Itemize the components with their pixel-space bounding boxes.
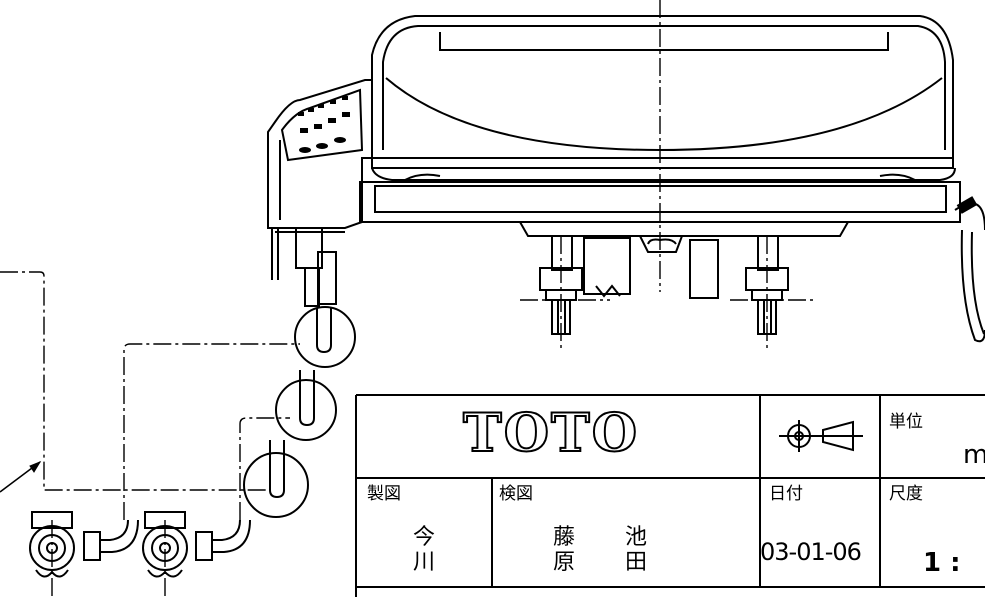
date-label: 日付 <box>769 484 803 504</box>
hinge-right <box>954 202 985 343</box>
center-lines <box>0 0 815 597</box>
checker-a-1: 藤 <box>553 525 576 550</box>
toto-logo: TOTO <box>462 403 639 464</box>
scale-label: 尺度 <box>889 484 923 504</box>
valves <box>29 511 251 578</box>
fitting-mid <box>583 237 719 299</box>
checker-a-2: 原 <box>553 550 576 575</box>
date-value: 03-01-06 <box>760 538 862 566</box>
panel-marks <box>298 96 978 214</box>
seat-body <box>359 15 961 253</box>
hose-assembly <box>243 227 356 518</box>
unit-label: 単位 <box>889 412 923 432</box>
checker-label: 検図 <box>499 484 533 504</box>
scale-value: 1 : <box>923 548 961 578</box>
third-angle-projection-icon <box>779 420 863 452</box>
checker-b-1: 池 <box>625 525 648 550</box>
title-block: TOTO 単位 m 製図 今 川 検図 藤 原 池 田 日付 03-01-06 … <box>355 394 985 597</box>
title-block-grid <box>355 394 985 597</box>
drafter-name-1: 今 <box>413 525 436 550</box>
control-panel <box>267 79 373 233</box>
drafter-name-2: 川 <box>413 550 436 575</box>
checker-b-2: 田 <box>625 550 648 575</box>
unit-value: m <box>963 440 985 470</box>
drafter-label: 製図 <box>367 484 401 504</box>
